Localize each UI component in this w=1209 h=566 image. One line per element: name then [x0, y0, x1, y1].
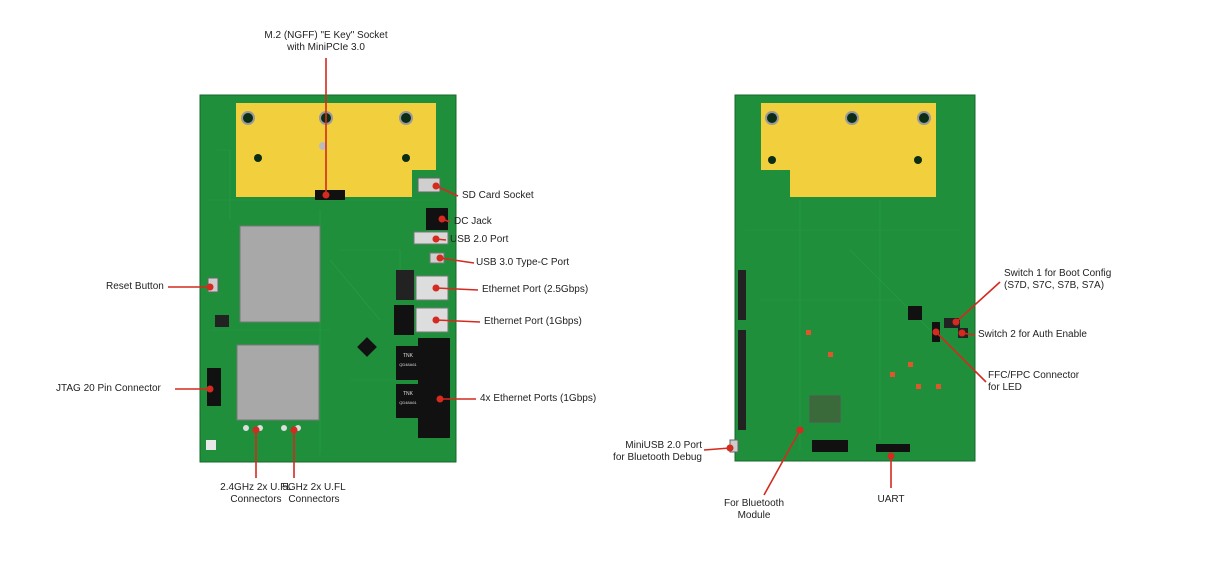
front-chip	[357, 337, 377, 357]
boot-config-switch	[944, 318, 960, 328]
label-m2-line1: M.2 (NGFF) "E Key" Socket	[264, 30, 388, 41]
leader-bt	[763, 426, 804, 496]
label-miniusb: MiniUSB 2.0 Port for Bluetooth Debug	[590, 440, 702, 464]
front-chip	[215, 315, 229, 327]
leader-sd	[432, 182, 459, 197]
label-jtag: JTAG 20 Pin Connector	[56, 383, 161, 394]
dc-jack	[426, 208, 448, 230]
front-mount-hole	[402, 154, 410, 162]
ufl-5ghz	[281, 425, 287, 431]
label-m2-socket: M.2 (NGFF) "E Key" Socket with MiniPCIe …	[246, 30, 406, 54]
back-mount-hole	[765, 111, 779, 125]
label-dc-jack: DC Jack	[454, 216, 492, 227]
label-usb3: USB 3.0 Type-C Port	[476, 257, 570, 268]
black-connector	[394, 305, 414, 335]
front-board: TNK QD48A61 TNK QD48A61	[199, 94, 457, 463]
label-switch1-line1: Switch 1 for Boot Config	[1004, 268, 1112, 279]
label-ffc-line2: for LED	[988, 382, 1022, 393]
uart-header	[876, 444, 910, 452]
label-switch1: Switch 1 for Boot Config (S7D, S7C, S7B,…	[1004, 268, 1111, 292]
label-bluetooth: For Bluetooth Module	[706, 498, 802, 522]
label-miniusb-line2: for Bluetooth Debug	[613, 452, 702, 463]
label-ffc-line1: FFC/FPC Connector	[988, 370, 1080, 381]
front-mount-hole	[254, 154, 262, 162]
label-eth-1g: Ethernet Port (1Gbps)	[484, 316, 582, 327]
label-ffc: FFC/FPC Connector for LED	[988, 370, 1079, 394]
chip1-marking-2: QD48A61	[399, 362, 417, 367]
back-connector-left-2	[738, 330, 746, 430]
leader-switch1	[952, 281, 1001, 326]
label-ufl24-line2: Connectors	[230, 494, 282, 505]
miniusb-port	[729, 439, 739, 453]
back-connector-left	[738, 270, 746, 320]
label-ufl5-line2: Connectors	[288, 494, 340, 505]
front-m2-area	[236, 103, 436, 197]
magnetics-chip-2	[396, 384, 420, 418]
m2-socket	[315, 190, 345, 200]
chip2-marking: TNK	[403, 391, 414, 397]
sd-card-socket	[417, 177, 441, 193]
label-usb2: USB 2.0 Port	[450, 234, 509, 245]
back-pcb-traces	[745, 200, 960, 450]
back-red-leds	[806, 330, 941, 389]
label-reset: Reset Button	[106, 281, 164, 292]
chip2-marking-2: QD48A61	[399, 400, 417, 405]
usb2-port	[413, 231, 449, 245]
leader-switch2	[958, 329, 976, 337]
front-heatsink-top	[239, 225, 321, 323]
front-chip	[396, 270, 414, 300]
label-bt-line2: Module	[737, 510, 771, 521]
ufl-2-4ghz	[257, 425, 263, 431]
leader-dc	[438, 215, 451, 223]
magnetics-chip-1	[396, 346, 420, 380]
label-eth-4x: 4x Ethernet Ports (1Gbps)	[480, 393, 597, 404]
label-ufl-5ghz: 5GHz 2x U.FL Connectors	[268, 482, 360, 506]
jtag-header	[207, 368, 221, 406]
label-uart: UART	[877, 494, 905, 505]
label-switch1-line2: (S7D, S7C, S7B, S7A)	[1004, 280, 1105, 291]
leader-eth1	[432, 316, 481, 324]
label-miniusb-line1: MiniUSB 2.0 Port	[625, 440, 702, 451]
qr-code	[206, 440, 216, 450]
ethernet-4x-block	[418, 338, 450, 438]
ufl-2-4ghz	[243, 425, 249, 431]
ufl-5ghz	[295, 425, 301, 431]
back-board	[729, 94, 976, 462]
chip1-marking: TNK	[403, 353, 414, 359]
label-bt-line1: For Bluetooth	[723, 498, 785, 509]
label-ufl24-line1: 2.4GHz 2x U.FL	[220, 482, 292, 493]
leader-miniusb	[703, 444, 734, 452]
back-mount-hole	[917, 111, 931, 125]
front-mount-hole	[241, 111, 255, 125]
front-mount-hole	[399, 111, 413, 125]
front-mount-hole	[319, 142, 327, 150]
leader-usb2	[432, 235, 447, 243]
back-chip	[809, 395, 841, 423]
label-ufl-2-4ghz: 2.4GHz 2x U.FL Connectors	[196, 482, 316, 506]
back-chip	[908, 306, 922, 320]
label-sd-card: SD Card Socket	[462, 190, 534, 201]
back-ic	[812, 440, 848, 452]
leader-usb3	[436, 254, 475, 264]
front-heatsink-bottom	[236, 344, 320, 421]
back-m2-area	[761, 103, 936, 197]
label-eth-2-5g: Ethernet Port (2.5Gbps)	[482, 284, 589, 295]
back-mount-hole	[845, 111, 859, 125]
label-m2-line2: with MiniPCIe 3.0	[287, 42, 365, 53]
label-switch2: Switch 2 for Auth Enable	[978, 329, 1087, 340]
label-ufl5-line1: 5GHz 2x U.FL	[282, 482, 346, 493]
leader-ffc	[932, 328, 987, 383]
back-mount-hole	[914, 156, 922, 164]
leader-lines	[168, 58, 1001, 496]
leader-eth25	[432, 284, 479, 292]
reset-button	[207, 277, 219, 293]
back-mount-hole	[768, 156, 776, 164]
